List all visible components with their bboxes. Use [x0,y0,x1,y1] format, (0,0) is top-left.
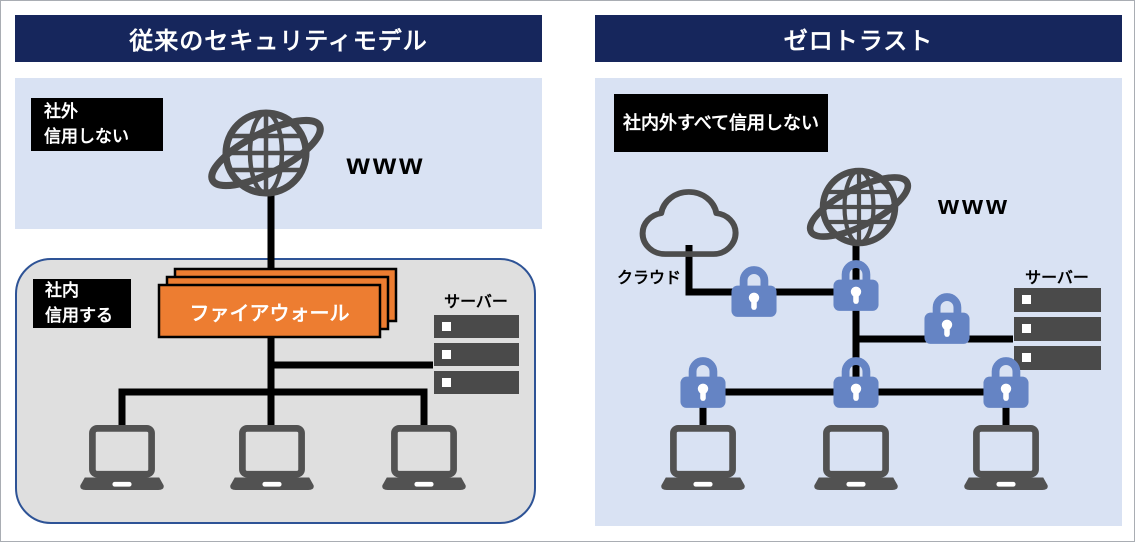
firewall-label: ファイアウォール [189,302,350,325]
zero-trust-label: 社内外すべて信用しない [614,94,828,152]
laptop-icon [814,428,897,490]
line-right-cloud-link [685,245,859,296]
globe-icon [806,167,912,247]
laptop-icon [230,428,313,490]
inside-trust-label: 社内 信用する [33,279,131,328]
server-stack-icon [434,315,519,394]
www-label: www [937,190,1010,220]
globe-icon [208,109,324,197]
lock-icon [924,297,969,344]
cloud-label: クラウド [616,270,681,287]
left-panel-title: 従来のセキュリティモデル [15,15,542,62]
outside-no-trust-label: 社外 信用しない [31,98,163,151]
firewall-stack [157,267,398,339]
cloud-icon [639,189,739,257]
server-stack-icon [1014,288,1101,370]
right-panel-title: ゼロトラスト [595,15,1122,62]
server-label: サーバー [1025,270,1089,287]
lock-icon [731,270,776,317]
server-label: サーバー [444,294,508,311]
www-label: www [346,148,426,181]
laptop-icon [382,428,465,490]
laptop-icon [661,428,744,490]
laptop-icon [80,428,163,490]
lock-icon [680,361,725,408]
laptop-icon [964,428,1047,490]
line-left-laptop-bus [118,388,428,427]
